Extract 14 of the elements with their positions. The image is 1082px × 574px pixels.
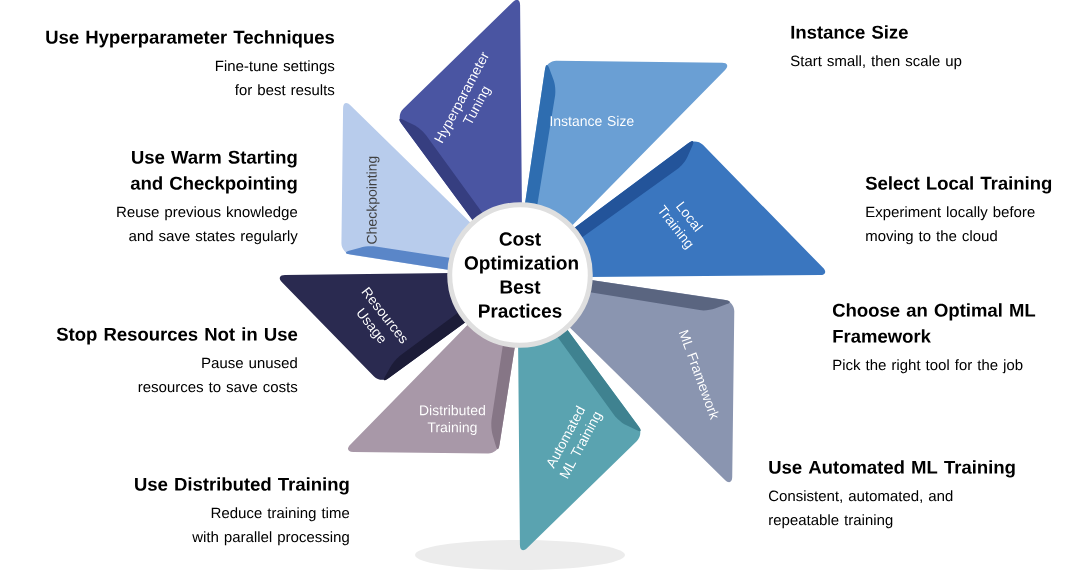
heading: Choose an Optimal ML Framework [832,303,1036,343]
description: Fine-tune settings for best results [215,60,335,96]
heading: Use Automated ML Training [769,460,1015,478]
description: Start small, then scale up [790,55,962,70]
heading: Use Hyperparameter Techniques [46,30,335,48]
heading: Select Local Training [865,176,1052,194]
description: Pick the right tool for the job [833,359,1023,374]
description: Reduce training time with parallel processing [192,507,350,546]
description: Reuse previous knowledge and save states regularly [117,206,298,245]
heading: Instance Size [791,25,908,39]
description: Consistent, automated, and repeatable training [769,490,953,529]
heading: Use Warm Starting and Checkpointing [130,150,297,194]
heading: Use Distributed Training [135,477,349,495]
description: Experiment locally before moving to the cloud [866,206,1035,245]
